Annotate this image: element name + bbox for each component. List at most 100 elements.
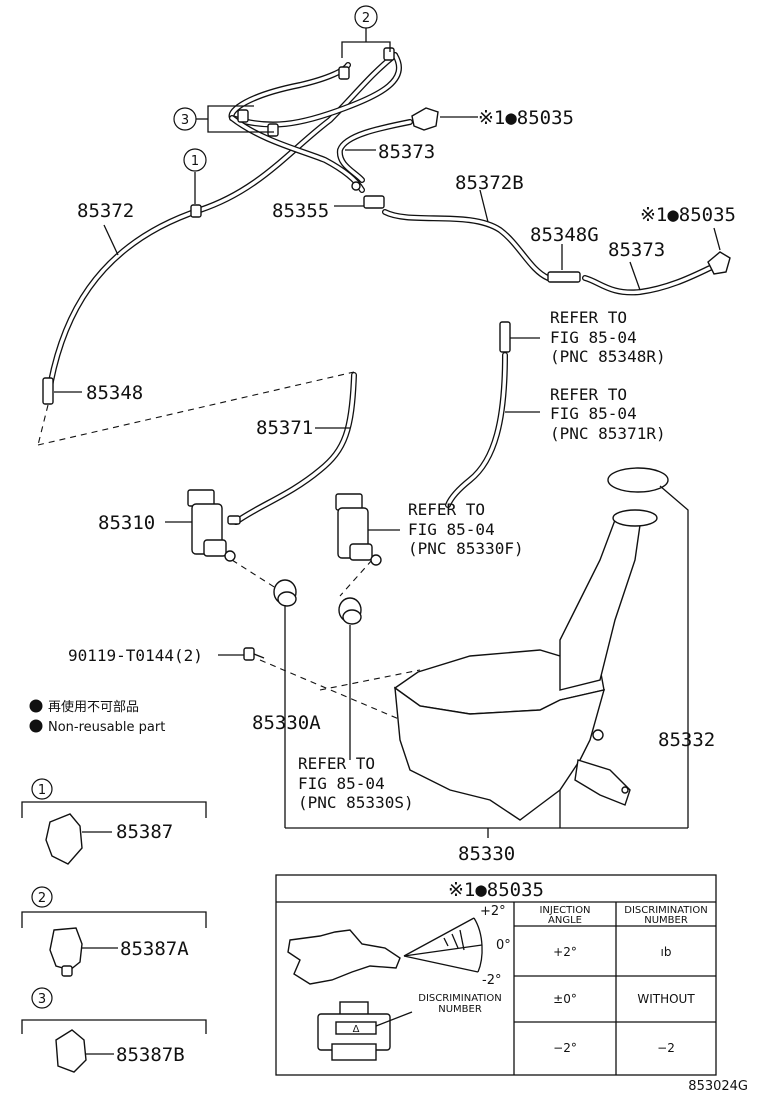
grommet-85330A (273, 579, 297, 607)
row3-angle: −2° (553, 1041, 577, 1055)
refer-85330S-line1: REFER TO (298, 754, 375, 773)
label-85373-top: 85373 (378, 141, 435, 163)
grommet-85330S (338, 597, 362, 625)
label-85372B: 85372B (455, 172, 524, 194)
nozzle-85035-right (707, 227, 731, 275)
hose-85372B (382, 209, 551, 281)
hose-85371 (233, 372, 357, 525)
hose-85372 (45, 52, 398, 401)
refer-85330S: REFER TO FIG 85-04 (PNC 85330S) (298, 754, 414, 812)
joint-85348G (547, 244, 581, 283)
legend-jp: 再使用不可部品 (48, 699, 139, 715)
row1-number: ıb (661, 945, 672, 959)
label-85330: 85330 (458, 843, 515, 865)
refer-85330S-line3: (PNC 85330S) (298, 793, 414, 812)
refer-85371R: REFER TO FIG 85-04 (PNC 85371R) (550, 385, 666, 443)
legend-bullet-jp (29, 699, 43, 713)
refer-85348R: REFER TO FIG 85-04 (PNC 85348R) (550, 308, 666, 366)
leader-lines (103, 116, 641, 656)
dashed-guides (37, 371, 421, 729)
label-85035-top: ※1●85035 (478, 107, 574, 129)
hose-clip-1 (190, 204, 202, 218)
row3-number: −2 (657, 1041, 675, 1055)
disc-mark: Δ (353, 1024, 360, 1035)
hose-clip-2a (338, 66, 350, 80)
callout-2: 2 (362, 11, 370, 26)
joint-85348R (499, 321, 511, 353)
clip-2-number: 2 (38, 891, 46, 906)
legend-en: Non-reusable part (48, 720, 165, 735)
callout-bracket-2 (341, 28, 391, 58)
clip-2-part: 85387A (120, 938, 189, 960)
hose-85371R (445, 352, 508, 508)
clip-1-number: 1 (38, 783, 46, 798)
nozzle-85035-top (411, 107, 470, 131)
clip-variant-3: 3 85387B (21, 987, 207, 1073)
refer-85330F-line2: FIG 85-04 (408, 520, 495, 539)
refer-85371R-line3: (PNC 85371R) (550, 424, 666, 443)
joint-85355 (334, 181, 385, 209)
refer-85330F: REFER TO FIG 85-04 (PNC 85330F) (408, 500, 524, 558)
pump-85310 (187, 489, 241, 562)
nozzle-table: ※1●85035 +2° 0° -2° Δ DISCRIMINATION NUM… (275, 874, 717, 1076)
label-85371: 85371 (256, 417, 313, 439)
col1-header-line2: ANGLE (548, 915, 582, 926)
tank-leaders (284, 485, 689, 838)
label-85373-right: 85373 (608, 239, 665, 261)
callout-1: 1 (191, 154, 199, 169)
clip-1-part: 85387 (116, 821, 173, 843)
clip-variant-1: 1 85387 (21, 778, 207, 865)
disc-label-line2: NUMBER (438, 1004, 482, 1015)
clip-85387A-icon (49, 927, 83, 971)
label-85348: 85348 (86, 382, 143, 404)
hose-clip-3a (237, 109, 249, 123)
hose-85373-top (336, 119, 413, 183)
clip-85387B-icon (55, 1029, 87, 1073)
row2-number: WITHOUT (637, 992, 695, 1006)
pump-85330F (335, 493, 382, 566)
label-85035-right: ※1●85035 (640, 204, 736, 226)
label-85348G: 85348G (530, 224, 599, 246)
refer-85330F-line1: REFER TO (408, 500, 485, 519)
legend-bullet-en (29, 719, 43, 733)
hose-clip-2b (383, 47, 395, 61)
label-85355: 85355 (272, 200, 329, 222)
figure-code: 853024G (688, 1079, 748, 1094)
col1-header-line1: INJECTION (539, 905, 590, 916)
refer-85330S-line2: FIG 85-04 (298, 774, 385, 793)
clip-3-part: 85387B (116, 1044, 185, 1066)
refer-85348R-line1: REFER TO (550, 308, 627, 327)
row1-angle: +2° (553, 945, 577, 959)
angle-plus2: +2° (480, 904, 506, 919)
row2-angle: ±0° (553, 992, 577, 1006)
label-85330A: 85330A (252, 712, 321, 734)
refer-85348R-line3: (PNC 85348R) (550, 347, 666, 366)
col2-header-line2: NUMBER (644, 915, 688, 926)
callout-circle-1 (183, 148, 207, 172)
clip-3-number: 3 (38, 992, 46, 1007)
angle-zero: 0° (496, 938, 511, 953)
bolt-90119 (243, 647, 265, 661)
clip-variant-2: 2 85387A (21, 886, 207, 977)
refer-85371R-line2: FIG 85-04 (550, 404, 637, 423)
washer-tank-85330 (393, 467, 669, 821)
refer-85348R-line2: FIG 85-04 (550, 328, 637, 347)
label-90119: 90119-T0144(2) (68, 646, 203, 665)
callout-circle-3 (173, 107, 197, 131)
nozzle-spray-illustration (287, 917, 483, 985)
disc-label-line1: DISCRIMINATION (418, 993, 501, 1004)
angle-minus2: -2° (482, 973, 501, 988)
clip-85387-icon (45, 813, 83, 865)
hose-clip-3b (267, 123, 279, 137)
callout-bracket-3 (196, 105, 274, 133)
label-85372: 85372 (77, 200, 134, 222)
callout-3: 3 (181, 113, 189, 128)
joint-85348 (42, 377, 82, 405)
col2-header-line1: DISCRIMINATION (624, 905, 707, 916)
label-85310: 85310 (98, 512, 155, 534)
callout-circle-2 (354, 5, 378, 29)
table-title: ※1●85035 (448, 879, 544, 901)
refer-85371R-line1: REFER TO (550, 385, 627, 404)
legend: 再使用不可部品 Non-reusable part (29, 699, 165, 735)
